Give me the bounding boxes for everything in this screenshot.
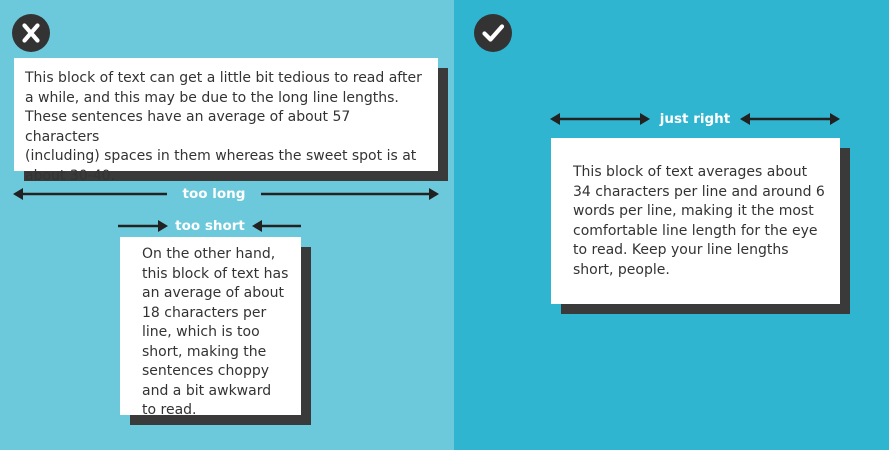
too-long-dimension: too long — [13, 184, 439, 204]
checkmark-icon — [474, 14, 512, 52]
just-right-dimension: just right — [550, 109, 840, 129]
just-right-text-card: This block of text averages about 34 cha… — [551, 138, 840, 304]
bad-example-panel: This block of text can get a little bit … — [0, 0, 454, 450]
x-icon — [12, 14, 50, 52]
too-short-label: too short — [175, 218, 245, 234]
long-text-card: This block of text can get a little bit … — [14, 58, 438, 184]
good-example-panel: just right This block of text averages a… — [454, 0, 889, 450]
too-short-dimension: too short — [118, 216, 301, 236]
short-text-card: On the other hand, this block of text ha… — [120, 237, 301, 418]
too-long-label: too long — [182, 186, 246, 202]
just-right-label: just right — [659, 111, 731, 127]
